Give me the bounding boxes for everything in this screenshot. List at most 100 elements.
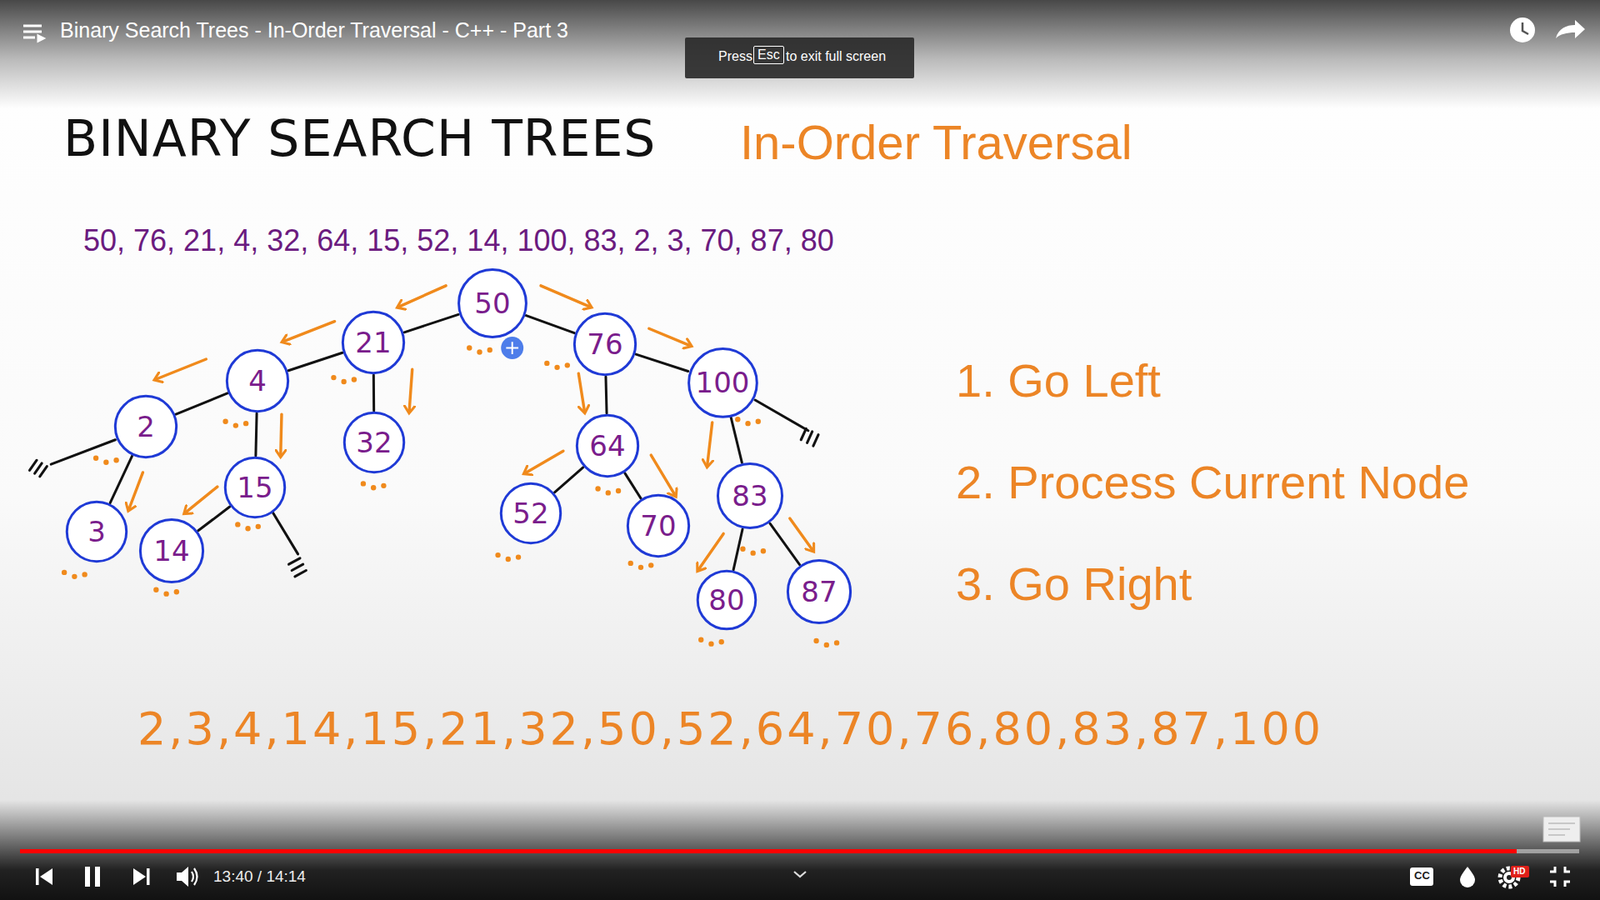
tree-node: 21 [340, 310, 406, 375]
hd-badge: HD [1513, 866, 1525, 877]
tree-edge [635, 354, 689, 371]
node-label-holder: 32 [342, 410, 406, 475]
tree-node: 3 [65, 500, 129, 564]
share-icon [1555, 20, 1585, 39]
node-outline [226, 350, 288, 411]
node-value: 50 [474, 286, 510, 320]
node-label-holder: 83 [715, 461, 785, 530]
pause-icon [85, 866, 100, 887]
exit-fullscreen-icon [1550, 866, 1570, 887]
node-value: 52 [512, 496, 549, 530]
tree-edge [625, 473, 641, 499]
tree-node: 50 [456, 267, 529, 340]
mouse-cursor [500, 336, 524, 360]
node-value: 14 [153, 534, 190, 568]
step-text: 3. Go Right [955, 557, 1192, 611]
node-outline [342, 311, 404, 373]
tree-node: 15 [223, 455, 287, 520]
key-cap: Esc [753, 45, 785, 65]
tree-edge [372, 375, 375, 411]
node-outline [225, 457, 285, 517]
tree-node: 100 [686, 346, 760, 420]
node-value: 64 [589, 429, 625, 463]
node-outline [115, 395, 176, 457]
node-label-holder: 50 [456, 267, 529, 340]
node-value: 87 [800, 575, 837, 609]
node-outline [627, 495, 689, 556]
node-value: 4 [248, 364, 267, 398]
cc-icon [1410, 867, 1434, 886]
node-label-holder: 2 [113, 394, 179, 460]
step-text: 2. Process Current Node [955, 455, 1470, 510]
playlist-icon [23, 25, 44, 41]
video-title: Binary Search Trees - In-Order Traversal… [60, 18, 569, 43]
node-value: 83 [731, 479, 768, 513]
tree-node: 64 [575, 413, 640, 479]
node-label-holder: 4 [225, 348, 290, 414]
node-outline [344, 412, 404, 472]
next-icon [133, 868, 150, 885]
visit-dots [61, 345, 840, 648]
tree-node: 32 [342, 410, 406, 475]
tree-edge [770, 523, 800, 565]
node-value: 100 [695, 365, 750, 400]
time-display: 13:40 / 14:14 [213, 867, 306, 886]
node-outline [574, 313, 635, 375]
traversal-result: 2,3,4,14,15,21,32,50,52,64,70,76,80,83,8… [137, 703, 1324, 755]
node-outline [576, 415, 638, 476]
tree-edge [555, 467, 584, 493]
settings-icon [1500, 865, 1530, 887]
node-label-holder: 70 [625, 493, 691, 559]
cc-text: CC [1414, 870, 1430, 883]
slide-subtitle: In-Order Traversal [740, 115, 1133, 171]
tree-node: 2 [113, 394, 179, 460]
node-value: 76 [586, 327, 623, 361]
node-label-holder: 87 [785, 558, 853, 625]
node-outline [66, 501, 126, 561]
progress-remaining [1516, 849, 1580, 854]
node-label-holder: 21 [340, 310, 406, 375]
node-value: 80 [708, 583, 745, 617]
node-label-holder: 64 [575, 413, 640, 479]
insert-sequence: 50, 76, 21, 4, 32, 64, 15, 52, 14, 100, … [83, 223, 835, 258]
node-outline [787, 560, 850, 623]
tree-edge [198, 506, 230, 531]
chevron-icon [794, 871, 806, 877]
node-label-holder: 100 [686, 346, 760, 420]
tree-node: 52 [499, 481, 563, 545]
opacity-icon [1460, 866, 1475, 888]
notice-text: to exit full screen [785, 49, 886, 65]
node-outline [459, 270, 527, 338]
node-outline [140, 519, 203, 582]
progress-played [20, 849, 1517, 854]
slide-title: BINARY SEARCH TREES [63, 110, 656, 168]
node-value: 15 [236, 470, 273, 505]
tree-edge [255, 413, 257, 456]
tree-edge [605, 376, 607, 414]
node-value: 21 [355, 325, 391, 360]
node-outline [697, 570, 756, 630]
node-outline [688, 348, 757, 417]
node-outline [717, 463, 782, 528]
tree-node: 76 [572, 311, 638, 377]
volume-icon [176, 866, 198, 887]
node-value: 2 [136, 410, 155, 444]
tree-node: 87 [785, 558, 853, 625]
node-label-holder: 80 [695, 569, 758, 631]
tree-node: 70 [625, 493, 691, 559]
node-value: 70 [640, 509, 676, 543]
tree-edge [733, 529, 743, 570]
tree-node: 4 [225, 348, 290, 414]
node-label-holder: 14 [138, 517, 205, 585]
tree-edge [525, 315, 575, 334]
node-label-holder: 15 [223, 455, 287, 520]
watermark-icon [1543, 816, 1580, 842]
tree-edge [110, 455, 132, 503]
node-value: 3 [87, 515, 106, 549]
node-label-holder: 52 [499, 481, 563, 545]
notice-text: Press [718, 49, 753, 65]
tree-node: 83 [715, 461, 785, 530]
tree-edge [730, 417, 742, 463]
clock-icon [1510, 17, 1535, 43]
tree-node: 14 [138, 517, 205, 585]
